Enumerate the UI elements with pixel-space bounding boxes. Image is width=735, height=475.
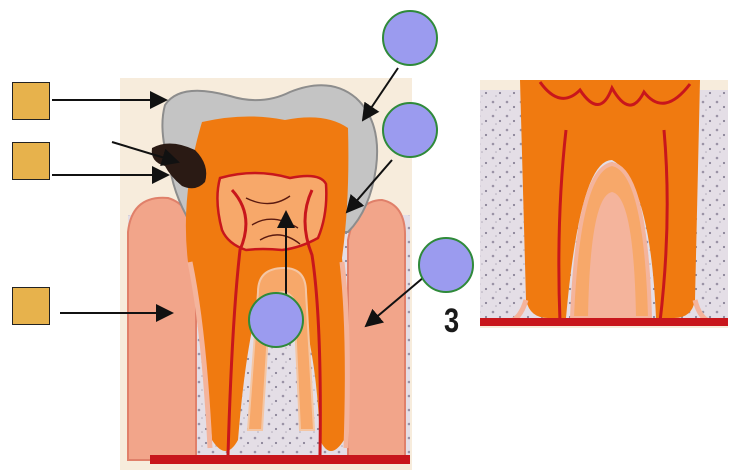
left-gum-left [128,198,196,460]
label-box-circle-1[interactable] [382,10,438,66]
label-box-circle-2[interactable] [382,102,438,158]
left-base-vessel [150,455,410,464]
label-box-square-3[interactable] [12,287,50,325]
left-gum-right [348,200,405,460]
label-box-square-1[interactable] [12,82,50,120]
left-tooth [120,78,412,470]
pulp-chamber [217,173,326,250]
label-box-circle-3[interactable] [248,292,304,348]
label-box-circle-4[interactable] [418,237,474,293]
right-tooth [480,80,728,328]
label-box-square-2[interactable] [12,142,50,180]
right-base-vessel [480,318,728,326]
figure-number-label: 3 [444,302,459,341]
